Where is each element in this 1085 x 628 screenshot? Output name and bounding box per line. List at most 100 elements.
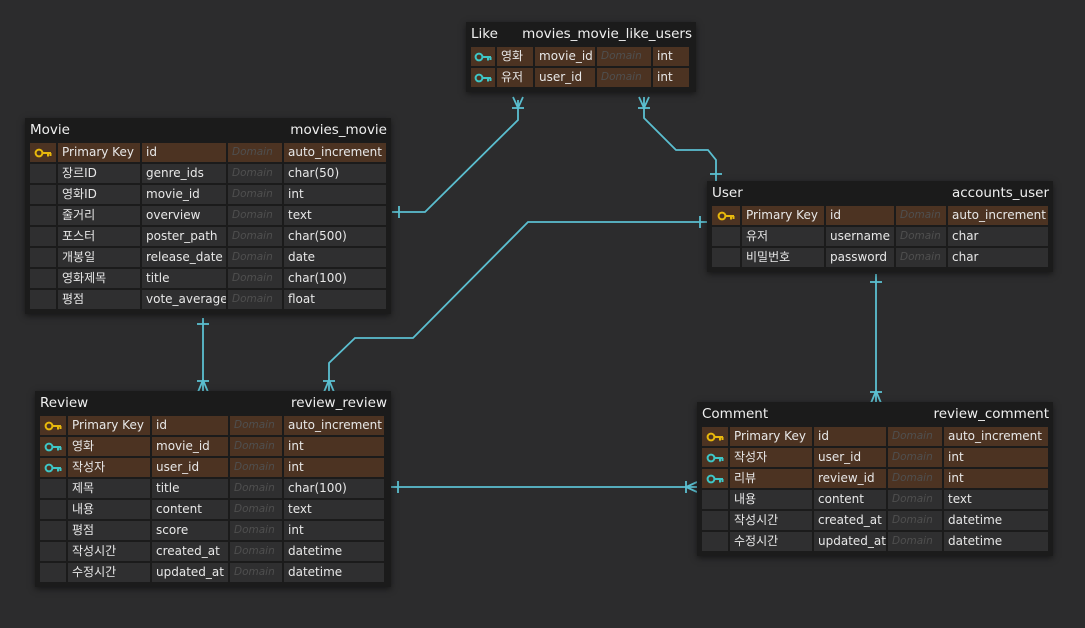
empty-icon-cell — [701, 531, 729, 552]
domain: Domain — [227, 142, 283, 163]
domain: Domain — [887, 447, 943, 468]
entity-header: Comment review_comment — [697, 402, 1053, 426]
relationship-movie-review[interactable] — [197, 318, 209, 393]
column-name: created_at — [151, 541, 229, 562]
domain: Domain — [227, 268, 283, 289]
empty-icon-cell — [39, 541, 67, 562]
domain: Domain — [227, 247, 283, 268]
data-type: char(100) — [283, 478, 385, 499]
column-name: release_date — [141, 247, 227, 268]
domain: Domain — [596, 46, 652, 67]
relationship-user-comment[interactable] — [870, 274, 882, 404]
column-name: title — [141, 268, 227, 289]
column-name: review_id — [813, 468, 887, 489]
data-type: text — [283, 499, 385, 520]
entity-header: Review review_review — [35, 391, 391, 415]
field-name: 개봉일 — [57, 247, 141, 268]
data-type: char — [947, 226, 1049, 247]
data-type: auto_increment — [943, 426, 1049, 447]
domain: Domain — [887, 510, 943, 531]
field-name: Primary Key — [57, 142, 141, 163]
field-name: 줄거리 — [57, 205, 141, 226]
field-name: 비밀번호 — [741, 247, 825, 268]
field-name: 내용 — [67, 499, 151, 520]
domain: Domain — [229, 562, 283, 583]
field-name: 포스터 — [57, 226, 141, 247]
relationship-movie-like[interactable] — [392, 96, 524, 218]
field-name: 제목 — [67, 478, 151, 499]
field-name: Primary Key — [729, 426, 813, 447]
field-name: 영화ID — [57, 184, 141, 205]
empty-icon-cell — [29, 289, 57, 310]
empty-icon-cell — [29, 163, 57, 184]
field-name: 내용 — [729, 489, 813, 510]
column-name: id — [825, 205, 895, 226]
entity-label: Movie — [30, 122, 70, 138]
empty-icon-cell — [39, 499, 67, 520]
field-name: 평점 — [67, 520, 151, 541]
data-type: int — [283, 520, 385, 541]
domain: Domain — [895, 205, 947, 226]
relationship-review-comment[interactable] — [391, 481, 698, 493]
data-type: text — [283, 205, 387, 226]
column-name: movie_id — [141, 184, 227, 205]
empty-icon-cell — [29, 268, 57, 289]
field-name: 영화제목 — [57, 268, 141, 289]
domain: Domain — [895, 247, 947, 268]
column-name: user_id — [813, 447, 887, 468]
column-name: id — [141, 142, 227, 163]
empty-icon-cell — [29, 205, 57, 226]
domain: Domain — [887, 489, 943, 510]
data-type: datetime — [943, 531, 1049, 552]
empty-icon-cell — [39, 520, 67, 541]
column-name: title — [151, 478, 229, 499]
column-name: updated_at — [151, 562, 229, 583]
relationship-user-like[interactable] — [638, 96, 722, 182]
primary-key-icon — [711, 205, 741, 226]
column-name: user_id — [151, 457, 229, 478]
domain: Domain — [596, 67, 652, 88]
foreign-key-icon — [39, 436, 67, 457]
empty-icon-cell — [701, 510, 729, 531]
domain: Domain — [229, 436, 283, 457]
data-type: auto_increment — [947, 205, 1049, 226]
data-type: datetime — [283, 562, 385, 583]
data-type: int — [283, 184, 387, 205]
domain: Domain — [229, 499, 283, 520]
entity-header: User accounts_user — [707, 181, 1053, 205]
